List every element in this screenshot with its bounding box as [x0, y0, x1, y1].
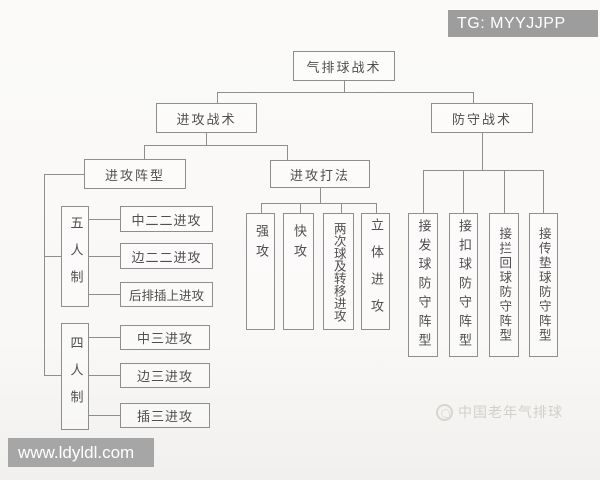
node-defense-block-rebound: 接拦回球防守阵型 [489, 213, 519, 357]
node-play-strong-attack: 强攻 [246, 213, 275, 330]
connector-line [89, 415, 120, 416]
connector-line [287, 145, 288, 160]
connector-line [341, 203, 342, 213]
connector-line [144, 145, 145, 159]
connector-line [44, 174, 45, 375]
node-attack-side-22: 边二二进攻 [120, 243, 213, 269]
connector-line [89, 294, 120, 295]
node-five-player-system: 五人制 [61, 206, 89, 307]
connector-line [217, 92, 218, 103]
node-attack-middle-22: 中二二进攻 [120, 206, 213, 232]
node-attack-insert-3: 插三进攻 [120, 403, 210, 428]
node-defense-spike-receive: 接扣球防守阵型 [449, 213, 478, 357]
connector-line [89, 337, 120, 338]
website-url-badge: www.ldyldl.com [8, 438, 154, 467]
node-four-player-system: 四人制 [61, 323, 89, 430]
connector-line [344, 81, 345, 92]
node-root: 气排球战术 [293, 51, 395, 81]
node-offense-formation: 进攻阵型 [84, 159, 186, 189]
connector-line [543, 170, 544, 213]
connector-line [300, 203, 301, 213]
connector-line [217, 92, 473, 93]
node-attack-middle-3: 中三进攻 [120, 325, 210, 350]
connector-line [482, 133, 483, 170]
connector-line [261, 203, 262, 213]
node-defense-tactics: 防守战术 [431, 103, 533, 133]
connector-line [44, 174, 84, 175]
connector-line [206, 133, 207, 145]
connector-line [89, 256, 120, 257]
watermark-text: 中国老年气排球 [458, 405, 563, 421]
node-attack-backrow-insert: 后排插上进攻 [120, 282, 213, 307]
connector-line [423, 170, 543, 171]
connector-line [261, 203, 376, 204]
node-play-three-dimensional: 立体进攻 [361, 213, 390, 330]
connector-line [504, 170, 505, 213]
connector-line [89, 219, 120, 220]
connector-line [376, 203, 377, 213]
node-play-second-ball-transfer: 两次球及转移进攻 [323, 213, 354, 330]
node-attack-side-3: 边三进攻 [120, 363, 210, 388]
connector-line [320, 188, 321, 203]
connector-line [473, 92, 474, 103]
node-play-fast-attack: 快攻 [283, 213, 314, 330]
connector-line [423, 170, 424, 213]
tg-contact-badge: TG: MYYJJPP [448, 10, 598, 37]
wechat-logo-icon [436, 403, 453, 421]
node-defense-pass-dig: 接传垫球防守阵型 [529, 213, 558, 357]
node-offense-tactics: 进攻战术 [156, 103, 257, 133]
connector-line [144, 145, 287, 146]
connector-line [44, 375, 61, 376]
node-offense-play: 进攻打法 [270, 160, 370, 188]
connector-line [44, 256, 61, 257]
connector-line [463, 170, 464, 213]
watermark: 中国老年气排球 [436, 402, 563, 422]
node-defense-serve-receive: 接发球防守阵型 [408, 213, 438, 357]
connector-line [89, 375, 120, 376]
